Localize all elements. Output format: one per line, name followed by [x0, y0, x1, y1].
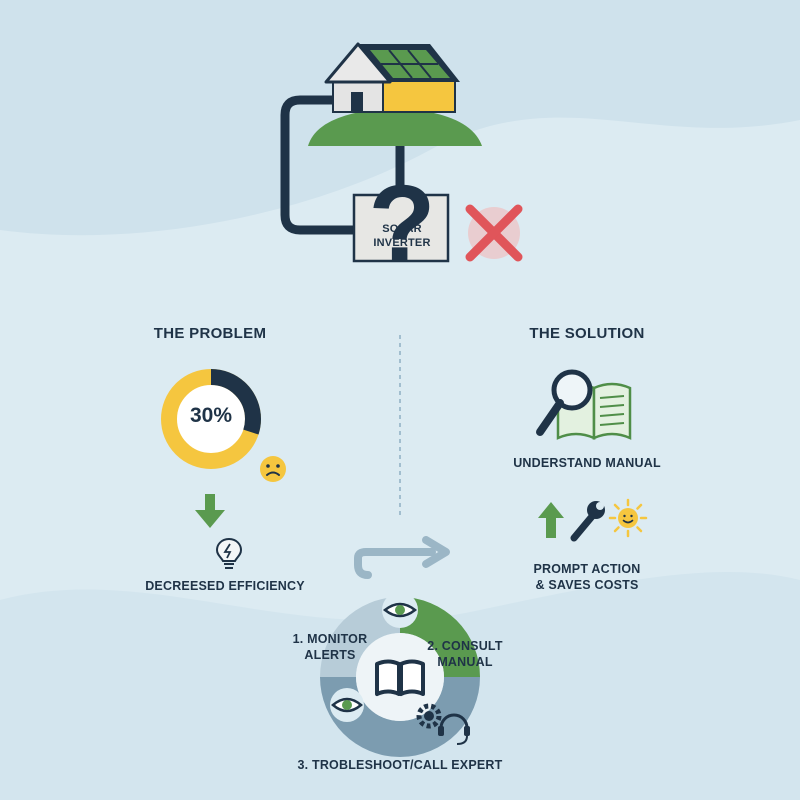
hero-illustration: ?	[280, 42, 523, 286]
down-arrow-icon	[195, 494, 225, 528]
wrench-icon	[570, 501, 605, 542]
question-mark-icon: ?	[368, 163, 435, 286]
cycle-segment-monitor	[320, 597, 400, 677]
transition-arrow-icon	[354, 536, 450, 579]
eye-icon-left	[330, 688, 364, 722]
inverter-label: SOLAR INVERTER	[373, 223, 431, 249]
smiling-sun-icon	[608, 498, 648, 538]
green-hill	[308, 108, 482, 146]
headset-icon	[438, 713, 470, 745]
decreased-efficiency-label: DECREESED EFFICIENCY	[145, 579, 305, 593]
donut-label: 30%	[189, 404, 233, 427]
cycle-step-2-label: 2. CONSULT MANUAL	[427, 639, 503, 669]
solution-heading: THE SOLUTION	[529, 325, 645, 342]
inverter-box	[352, 193, 450, 263]
eye-icon-top	[382, 592, 418, 628]
sad-face-icon	[260, 456, 286, 482]
cycle-step-1-label: 1. MONITOR ALERTS	[292, 632, 368, 662]
open-book-icon	[375, 659, 425, 696]
solar-panel-icon	[370, 49, 450, 79]
problem-heading: THE PROBLEM	[153, 325, 267, 342]
gear-icon	[416, 703, 442, 729]
lightbulb-icon	[215, 537, 243, 569]
efficiency-donut-chart	[161, 369, 261, 469]
prompt-action-label: PROMPT ACTION & SAVES COSTS	[533, 562, 641, 592]
manual-magnifier-icon	[536, 369, 632, 440]
cycle-segment-consult	[400, 597, 480, 677]
connection-pipe	[280, 95, 365, 235]
donut-filled	[161, 369, 261, 469]
process-cycle-diagram	[320, 592, 480, 757]
green-up-arrow-icon	[538, 502, 564, 538]
error-x-icon	[465, 204, 523, 262]
cycle-step-3-label: 3. TROBLESHOOT/CALL EXPERT	[297, 758, 503, 772]
understand-manual-label: UNDERSTAND MANUAL	[513, 456, 661, 470]
vertical-divider	[399, 335, 401, 515]
